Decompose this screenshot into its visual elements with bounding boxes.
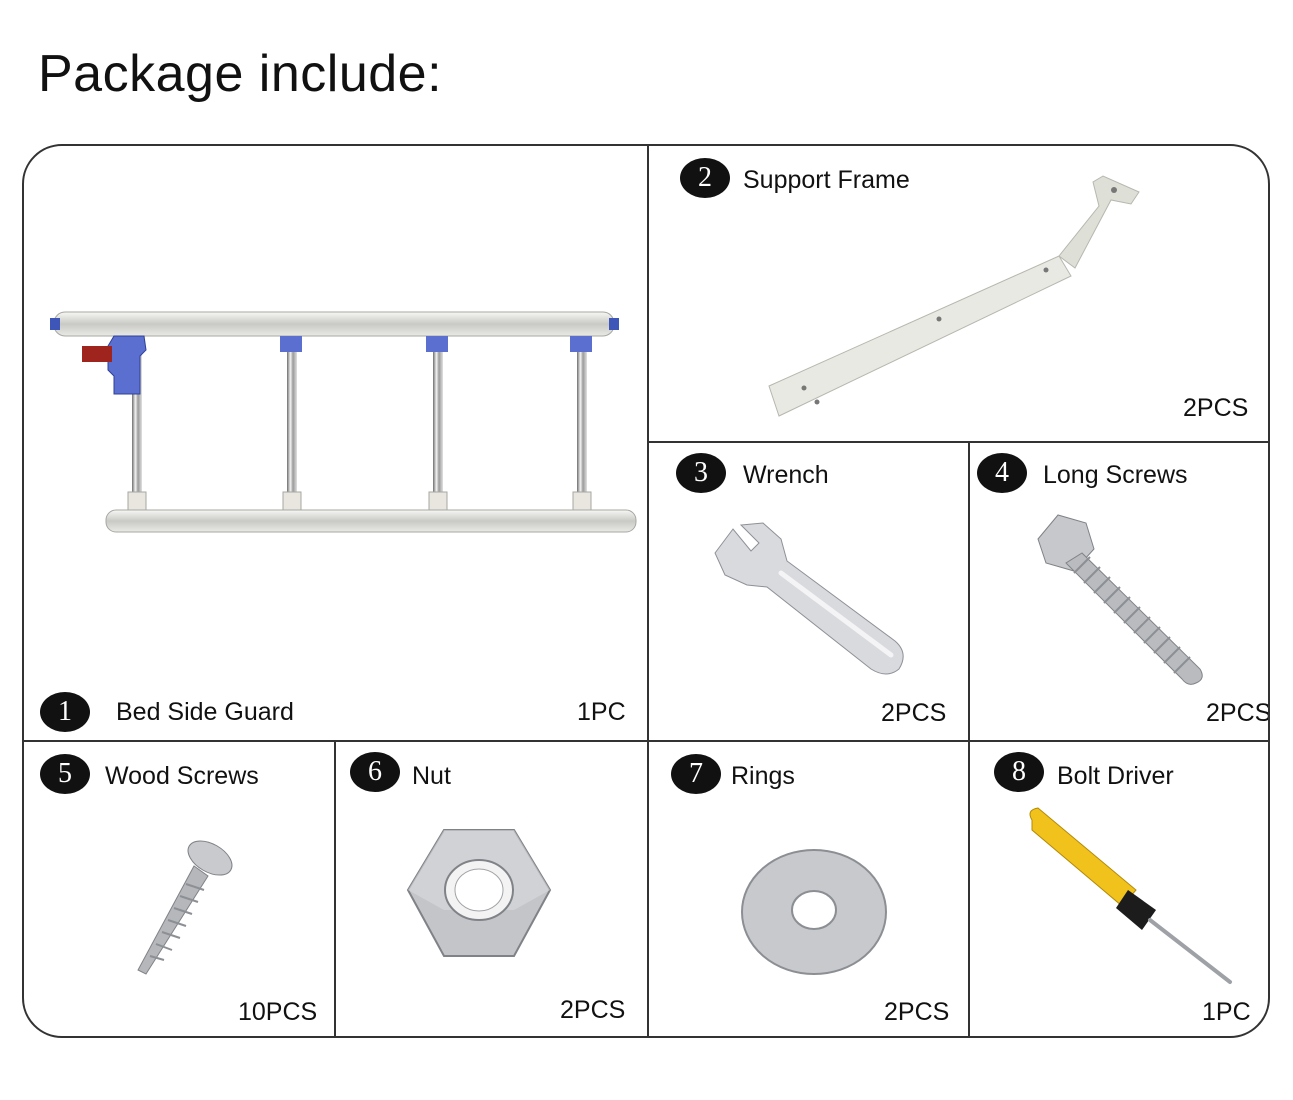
page-title: Package include: [38,45,443,103]
item-quantity: 1PC [577,698,626,726]
grid-divider [647,146,649,1036]
nut-icon [406,829,552,957]
grid-divider [647,441,1268,443]
item-number-badge: 7 [671,754,721,794]
item-label: Bolt Driver [1057,762,1174,790]
item-support-frame: 2 Support Frame 2PCS [649,146,1268,441]
item-number-badge: 1 [40,692,90,732]
item-quantity: 2PCS [881,699,947,727]
item-long-screws: 4 Long Screws 2PCS [970,443,1270,740]
item-quantity: 1PC [1202,998,1251,1026]
item-quantity: 2PCS [1183,394,1249,422]
item-number-badge: 6 [350,752,400,792]
item-label: Support Frame [743,166,910,194]
item-nut: 6 Nut 2PCS [336,742,647,1036]
support-frame-icon [768,175,1140,417]
item-number-badge: 4 [977,453,1027,493]
item-quantity: 2PCS [884,998,950,1026]
item-quantity: 10PCS [238,998,318,1026]
bed-side-guard-icon [50,311,637,533]
item-bed-side-guard: 1 Bed Side Guard 1PC [24,146,647,740]
item-number-badge: 2 [680,158,730,198]
grid-divider [334,740,336,1036]
package-grid: 1 Bed Side Guard 1PC 2 Support Frame 2PC… [22,144,1270,1038]
wrench-icon [714,522,904,675]
wood-screw-icon [137,840,233,975]
item-bolt-driver: 8 Bolt Driver 1PC [970,742,1268,1036]
bolt-driver-icon [1029,807,1232,984]
item-label: Long Screws [1043,461,1188,489]
item-number-badge: 3 [676,453,726,493]
item-rings: 7 Rings 2PCS [649,742,968,1036]
grid-divider [968,441,970,1036]
item-label: Nut [412,762,451,790]
item-number-badge: 5 [40,754,90,794]
long-screw-icon [1037,514,1203,685]
item-quantity: 2PCS [560,996,626,1024]
item-label: Wrench [743,461,829,489]
item-label: Wood Screws [105,762,259,790]
ring-washer-icon [741,849,887,975]
item-label: Rings [731,762,795,790]
item-number-badge: 8 [994,752,1044,792]
grid-divider [24,740,1268,742]
item-label: Bed Side Guard [116,698,294,726]
item-quantity: 2PCS [1206,699,1270,727]
item-wrench: 3 Wrench 2PCS [649,443,968,740]
item-wood-screws: 5 Wood Screws 10PCS [24,742,334,1036]
